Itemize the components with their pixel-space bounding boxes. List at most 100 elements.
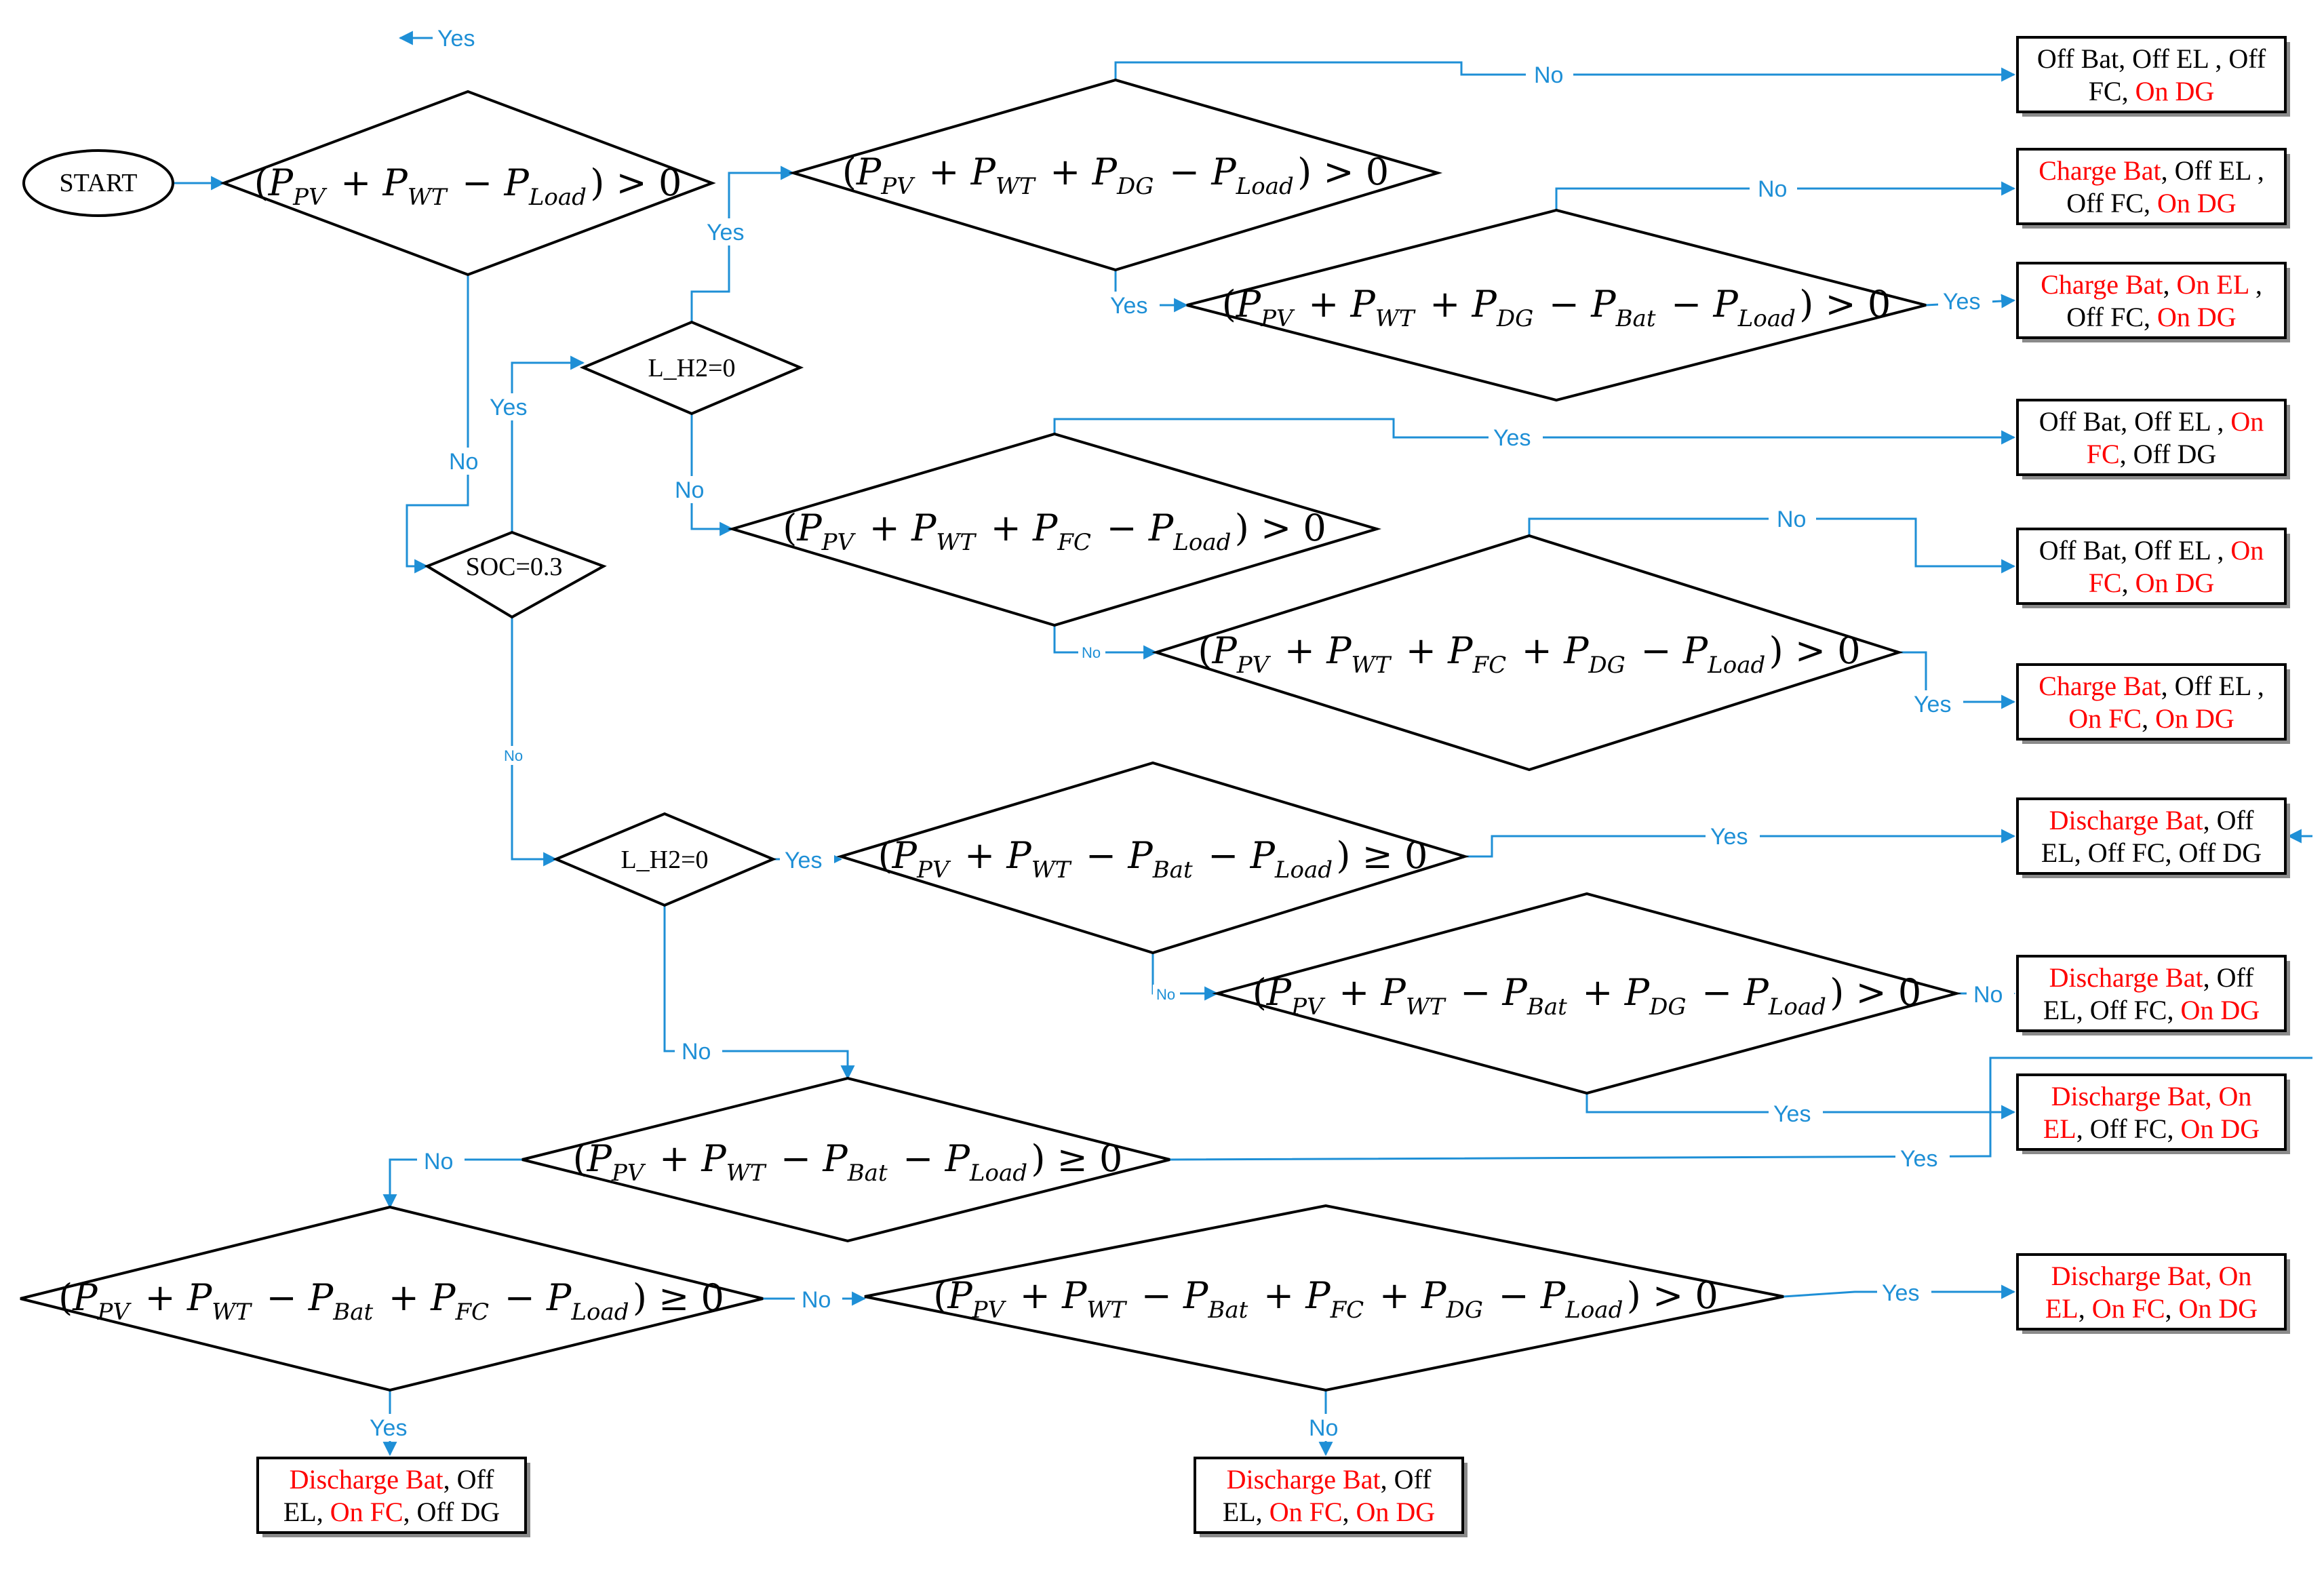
label-yes-d8: Yes [1900, 1146, 1937, 1172]
label-yes-d9: Yes [370, 1415, 407, 1441]
decision-d7 [1212, 892, 1962, 1095]
outcome-o6-line1: Charge Bat, Off EL , [2039, 671, 2264, 701]
connector-d8-d9 [382, 1158, 522, 1209]
connector-d4-o4 [1053, 418, 2016, 445]
start-label: START [59, 169, 137, 197]
decision-d6 [836, 761, 1470, 955]
outcome-o3-line2: Off FC, On DG [2066, 302, 2236, 332]
decision-soc [424, 530, 607, 619]
condition-d6: (PPV + PWT − PBat − PLoad ) ≥ 0 [878, 834, 1428, 884]
outcome-o7-line2: EL, Off FC, Off DG [2041, 837, 2262, 868]
condition-d8: (PPV + PWT − PBat − PLoad ) ≥ 0 [573, 1137, 1123, 1187]
outcome-o4-line1: Off Bat, Off EL , On [2039, 406, 2264, 437]
outcome-o8-line2: EL, Off FC, On DG [2043, 995, 2260, 1025]
condition-d10: (PPV + PWT − PBat + PFC + PDG − PLoad ) … [933, 1274, 1718, 1324]
outcome-o4-line2: FC, Off DG [2087, 439, 2217, 469]
outcome-o12-line2: EL, On FC, On DG [1223, 1497, 1435, 1527]
label-no-soc: No [504, 747, 523, 764]
connector-soc-lh2a [511, 355, 585, 532]
outcome-o5-line1: Off Bat, Off EL , On [2039, 535, 2264, 566]
label-yes-d10: Yes [1882, 1280, 1919, 1306]
connector-soc-lh2b [511, 617, 558, 867]
decision-d3 [1186, 208, 1927, 402]
label-no-d4: No [1082, 644, 1101, 661]
decision-d10 [864, 1204, 1784, 1392]
connector-d8-yes [1169, 1057, 2312, 1161]
decision-d8 [521, 1076, 1170, 1243]
label-yes-d7: Yes [1773, 1101, 1811, 1127]
label-no-d8: No [424, 1149, 453, 1175]
outcome-o7-line1: Discharge Bat, Off [2049, 805, 2254, 835]
connector-d10-o10 [1783, 1284, 2016, 1299]
label-no-lh2b: No [682, 1039, 711, 1065]
connector-d7-o9 [1586, 1093, 2016, 1120]
outcome-o5-line2: FC, On DG [2089, 568, 2215, 598]
label-no-d2: No [1534, 62, 1563, 88]
outcome-o6-line2: On FC, On DG [2068, 703, 2234, 734]
outcome-o12-line1: Discharge Bat, Off [1227, 1464, 1432, 1495]
outcome-o8-line1: Discharge Bat, Off [2049, 962, 2254, 993]
outcome-o6: Charge Bat, Off EL ,On FC, On DG [2016, 663, 2290, 744]
connector-d3-o2 [1555, 181, 2016, 210]
label-no-d1: No [449, 449, 478, 475]
connector-d1-soc [406, 275, 469, 574]
condition-d4: (PPV + PWT + PFC − PLoad ) > 0 [783, 507, 1326, 556]
label-yes-d6: Yes [1710, 824, 1748, 850]
label-yes-top: Yes [437, 26, 475, 52]
label-no-d7: No [1973, 982, 2003, 1008]
connector-d5-o6 [1899, 651, 2016, 709]
outcome-o3-line1: Charge Bat, On EL , [2041, 269, 2262, 300]
label-no-d10: No [1309, 1415, 1338, 1441]
connector-lh2a-d2 [690, 165, 795, 322]
decision-d1 [220, 90, 716, 277]
label-yes-d3: Yes [1943, 289, 1980, 315]
label-no-d9: No [802, 1287, 831, 1313]
label-yes-d5: Yes [1914, 692, 1951, 717]
decision-d9 [20, 1205, 764, 1392]
outcome-o9-line1: Discharge Bat, On [2051, 1081, 2252, 1111]
start-node: START [22, 149, 174, 217]
outcome-o11-line2: EL, On FC, Off DG [283, 1497, 500, 1527]
outcome-o1-line2: FC, On DG [2089, 76, 2215, 106]
outcome-o2-line1: Charge Bat, Off EL , [2039, 155, 2264, 186]
condition-d9: (PPV + PWT − PBat + PFC − PLoad ) ≥ 0 [58, 1276, 724, 1326]
label-no-d3: No [1758, 176, 1787, 202]
condition-d7: (PPV + PWT − PBat + PDG − PLoad ) > 0 [1253, 971, 1922, 1021]
outcome-o9-line2: EL, Off FC, On DG [2043, 1113, 2260, 1144]
label-yes-d2: Yes [1110, 293, 1147, 319]
condition-d5: (PPV + PWT + PFC + PDG − PLoad ) > 0 [1198, 629, 1860, 679]
lh2-a-label: L_H2=0 [648, 354, 735, 382]
connector-lh2b-d8 [663, 905, 855, 1080]
label-no-d5: No [1777, 507, 1806, 532]
decision-d2 [788, 78, 1443, 272]
soc-label: SOC=0.3 [466, 553, 563, 581]
label-no-d6: No [1156, 986, 1175, 1003]
label-yes-lh2a: Yes [707, 220, 744, 245]
outcome-o1-line1: Off Bat, Off EL , Off [2037, 43, 2266, 74]
outcome-o10-line1: Discharge Bat, On [2051, 1261, 2252, 1291]
connector-lh2a-d4 [690, 414, 734, 536]
outcome-o2: Charge Bat, Off EL ,Off FC, On DG [2016, 148, 2290, 229]
lh2-b-label: L_H2=0 [621, 846, 708, 874]
decision-d5 [1151, 534, 1904, 772]
connector-d2-o1 [1114, 61, 2016, 82]
outcome-o11-line1: Discharge Bat, Off [290, 1464, 494, 1495]
label-no-lh2a: No [675, 477, 704, 503]
label-yes-d4: Yes [1493, 425, 1531, 451]
condition-d1: (PPV + PWT − PLoad ) > 0 [254, 161, 682, 211]
decision-lh2-b [552, 812, 777, 907]
condition-d2: (PPV + PWT + PDG − PLoad ) > 0 [842, 151, 1389, 200]
label-yes-lh2b: Yes [785, 848, 822, 873]
outcome-o10-line2: EL, On FC, On DG [2045, 1293, 2258, 1324]
decision-lh2-a [579, 320, 804, 416]
connector-d4-d5 [1053, 625, 1158, 660]
